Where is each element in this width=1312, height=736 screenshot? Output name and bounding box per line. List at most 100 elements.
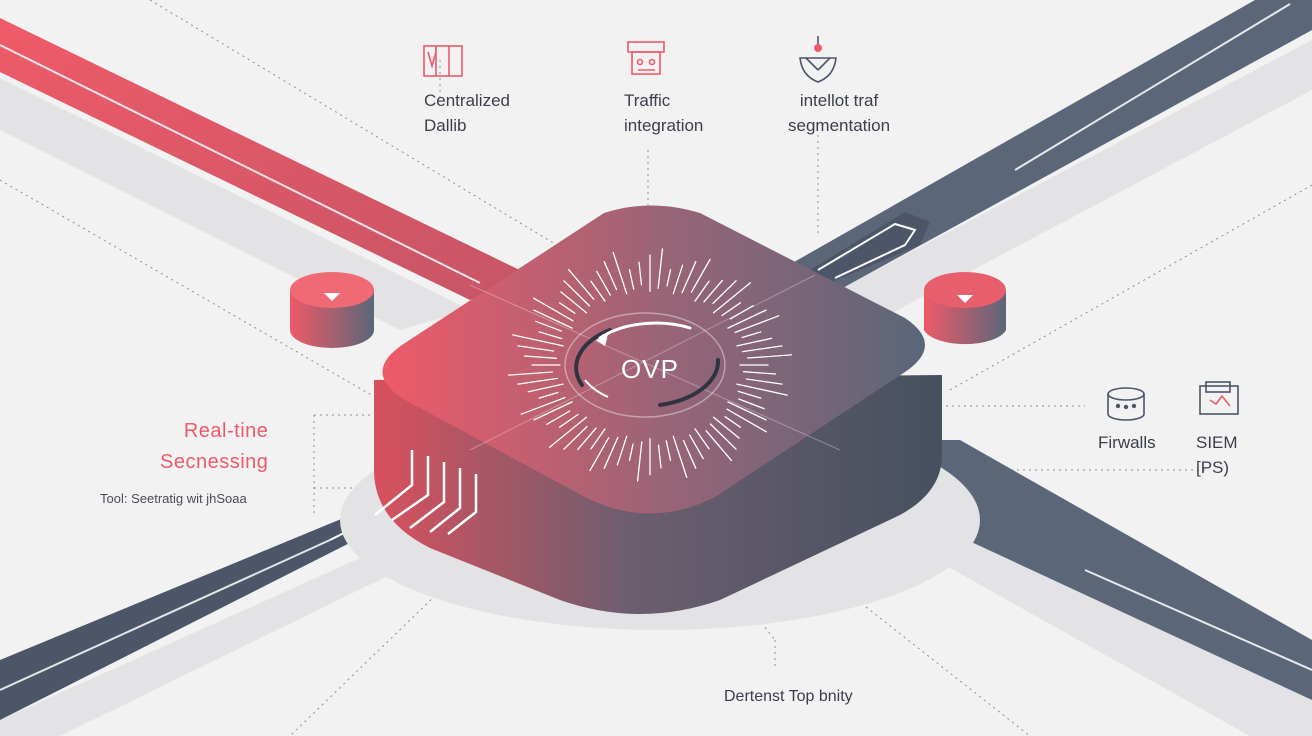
hub-ray xyxy=(726,408,767,433)
hub-ray xyxy=(538,331,563,340)
hub-ray xyxy=(612,251,628,295)
hub-ray xyxy=(628,443,634,461)
hub-ray xyxy=(577,427,597,451)
feature-traffic-line2: integration xyxy=(624,116,704,135)
hub-rays xyxy=(507,248,793,482)
hub-ray xyxy=(590,280,606,302)
hub-ray xyxy=(560,291,588,314)
feature-traffic-line1: Traffic xyxy=(624,91,671,110)
cable-shadows xyxy=(0,40,1312,736)
hub-ray xyxy=(533,309,573,329)
hub-ray xyxy=(657,248,664,289)
dashboard-icon xyxy=(423,45,463,77)
hub-ray xyxy=(738,398,765,410)
hub-ray xyxy=(712,416,740,439)
hub-ray xyxy=(546,410,571,425)
feature-segmentation: intellot traf segmentation xyxy=(788,88,890,138)
hub-ray xyxy=(734,315,780,334)
hub-ray xyxy=(672,435,688,479)
feature-centralized-line1: Centralized xyxy=(424,91,510,110)
hub-ray xyxy=(517,377,559,385)
hub-ray xyxy=(721,302,742,317)
feature-realtime: Real-tine Secnessing xyxy=(160,416,268,478)
hub-ray xyxy=(665,440,672,461)
hub-ray xyxy=(603,436,619,469)
hub-ray xyxy=(603,261,618,291)
hub-ray xyxy=(741,345,783,353)
hub-ray xyxy=(703,279,723,303)
feature-segmentation-line1: intellot traf xyxy=(799,91,879,110)
hub-ray xyxy=(520,396,566,415)
tool-firewalls: Firwalls xyxy=(1098,430,1156,455)
hub-ray xyxy=(741,331,762,339)
hub-ray xyxy=(712,282,752,314)
hub-ray xyxy=(681,261,697,294)
ovp-hub: OVP xyxy=(340,205,980,630)
hub-ray xyxy=(596,270,611,296)
feature-centralized-line2: Dallib xyxy=(424,116,467,135)
hub-ports xyxy=(374,450,478,535)
hub-ray xyxy=(548,416,588,448)
hub-ray xyxy=(742,371,777,375)
hub-ray xyxy=(746,354,793,359)
hub-ray xyxy=(682,439,697,469)
slate-cable-top xyxy=(780,0,1312,295)
hub-ray xyxy=(736,337,773,347)
hub-ray xyxy=(727,309,767,329)
hub-ray xyxy=(590,428,606,450)
tool-firewalls-label: Firwalls xyxy=(1098,433,1156,452)
hub-ray xyxy=(737,390,762,399)
hub-ray xyxy=(638,261,643,286)
hub-ray xyxy=(709,423,737,450)
feature-segmentation-line2: segmentation xyxy=(788,116,891,135)
hub-ray xyxy=(694,428,710,450)
hub-ray xyxy=(705,430,733,462)
hub-ray xyxy=(724,416,742,428)
hub-ray xyxy=(694,280,710,302)
hub-ray xyxy=(535,320,562,332)
red-cable xyxy=(0,18,530,300)
hub-label: OVP xyxy=(621,354,679,384)
hub-ray xyxy=(657,444,662,469)
tool-siem-line2: [PS) xyxy=(1196,458,1230,477)
hub-ray xyxy=(517,345,555,352)
feature-realtime-line1: Real-tine xyxy=(183,420,269,442)
hub-ray xyxy=(507,371,554,376)
hub-ray xyxy=(558,413,579,428)
hub-ray xyxy=(523,355,558,359)
hub-ray xyxy=(616,435,628,466)
hub-ray xyxy=(563,280,591,307)
firewall-icon xyxy=(1107,387,1145,421)
hub-ray xyxy=(527,383,564,393)
hub-ray xyxy=(689,434,704,460)
hub-ray xyxy=(736,383,788,396)
hub-ray xyxy=(533,401,573,421)
hub-ray xyxy=(745,378,783,385)
hub-ray xyxy=(538,391,559,399)
hub-ray xyxy=(558,302,576,314)
cylinder-node-right xyxy=(924,272,1006,345)
siem-icon xyxy=(1199,381,1239,415)
hub-ray xyxy=(567,268,595,300)
feature-centralized: Centralized Dallib xyxy=(424,88,510,138)
hub-ray xyxy=(666,269,672,287)
hub-ray xyxy=(636,441,643,482)
hub-ray xyxy=(589,437,610,472)
bottom-label: Dertenst Top bnity xyxy=(724,688,853,705)
tool-siem: SIEM [PS) xyxy=(1196,430,1238,480)
hub-ray xyxy=(512,334,564,347)
hub-ray xyxy=(628,269,635,290)
hub-ray xyxy=(727,401,767,421)
feature-realtime-note: Tool: Seetratig wit jhSoaa xyxy=(100,491,247,506)
cylinder-node-left xyxy=(290,272,374,348)
traffic-icon xyxy=(627,41,665,75)
hub-ray xyxy=(729,305,754,320)
tool-siem-line1: SIEM xyxy=(1196,433,1238,452)
segmentation-icon xyxy=(799,36,837,83)
hub-ray xyxy=(690,258,711,293)
hub-ray xyxy=(533,297,574,322)
hub-ray xyxy=(563,425,588,450)
hub-ray xyxy=(712,280,737,305)
feature-traffic: Traffic integration xyxy=(624,88,703,138)
